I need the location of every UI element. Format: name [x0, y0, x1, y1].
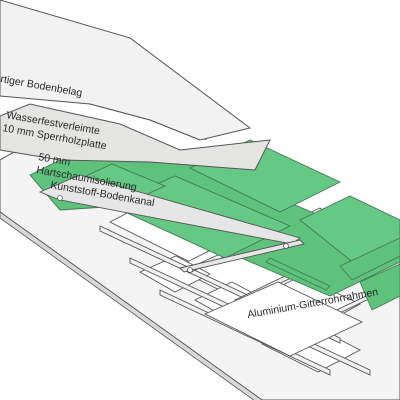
plywood-layer — [0, 103, 271, 171]
foam-strips — [265, 237, 400, 311]
channel-screw-icon — [57, 195, 63, 201]
frame-label-plate — [203, 281, 364, 357]
covering-edge — [89, 103, 151, 121]
label-foam-line1: 50 mm — [37, 151, 71, 168]
channel-screw-icon — [283, 243, 289, 249]
channel-screw-icon — [187, 267, 193, 273]
aluminium-frame-edge — [0, 211, 263, 400]
covering-edge — [149, 119, 201, 141]
floor-channel-rail — [179, 239, 305, 273]
